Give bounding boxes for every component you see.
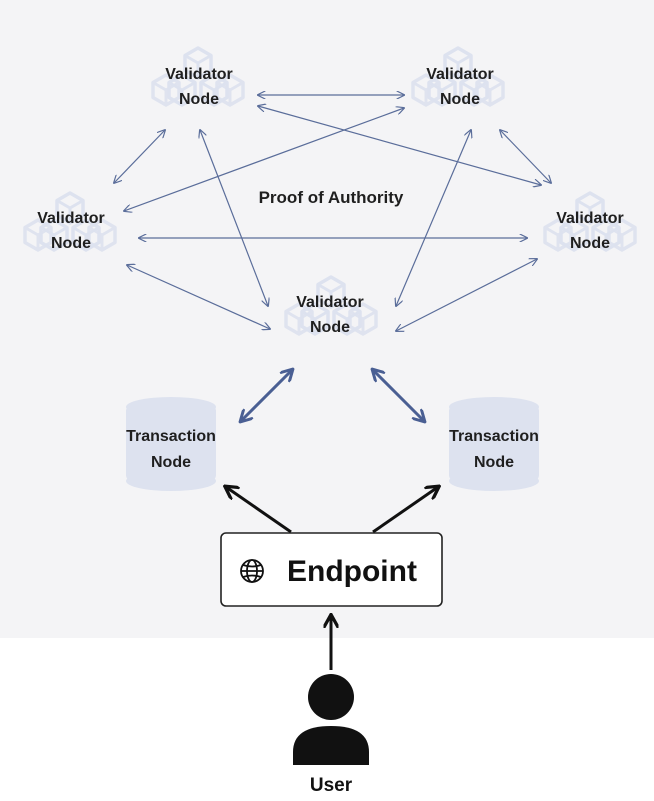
link-v5-tx-right [373, 370, 424, 421]
validator-node-4: Validator Node [556, 210, 624, 252]
link-v2-v4 [500, 130, 551, 183]
validator-node-4-line2: Node [570, 235, 610, 252]
validator-node-3-line2: Node [51, 235, 91, 252]
validator-links [114, 95, 551, 331]
validator-node-2-line2: Node [440, 91, 480, 108]
validator-node-3: Validator Node [37, 210, 105, 252]
transaction-node-right: Transaction Node [449, 428, 539, 471]
transaction-node-left-line2: Node [151, 454, 191, 471]
transaction-node-left: Transaction Node [126, 428, 216, 471]
globe-icon [240, 559, 264, 583]
validator-node-1-line1: Validator [165, 66, 233, 83]
request-arrows [226, 487, 438, 670]
validator-node-5-line1: Validator [296, 294, 364, 311]
validator-node-5: Validator Node [296, 294, 364, 336]
transaction-node-right-line2: Node [474, 454, 514, 471]
user-label: User [310, 775, 353, 796]
transaction-node-right-database [449, 397, 539, 491]
arrow-endpoint-to-tx-left [226, 487, 292, 534]
endpoint-label: Endpoint [287, 555, 417, 588]
transaction-links [241, 370, 424, 421]
consensus-label: Proof of Authority [259, 188, 404, 207]
validator-node-4-line1: Validator [556, 210, 624, 227]
validator-node-3-line1: Validator [37, 210, 105, 227]
validator-node-1-line2: Node [179, 91, 219, 108]
validator-node-5-line2: Node [310, 319, 350, 336]
transaction-node-left-database [126, 397, 216, 491]
link-v2-v3 [124, 108, 404, 211]
validator-node-2: Validator Node [426, 66, 494, 108]
user-icon [293, 674, 369, 765]
transaction-node-left-line1: Transaction [126, 428, 216, 445]
link-v4-v5 [396, 259, 537, 331]
arrow-endpoint-to-tx-right [372, 487, 438, 534]
validator-node-2-line1: Validator [426, 66, 494, 83]
link-v5-tx-left [241, 370, 292, 421]
transaction-node-right-line1: Transaction [449, 428, 539, 445]
validator-node-1: Validator Node [165, 66, 233, 108]
link-v3-v5 [127, 265, 270, 329]
endpoint-box[interactable]: Endpoint [220, 532, 443, 607]
